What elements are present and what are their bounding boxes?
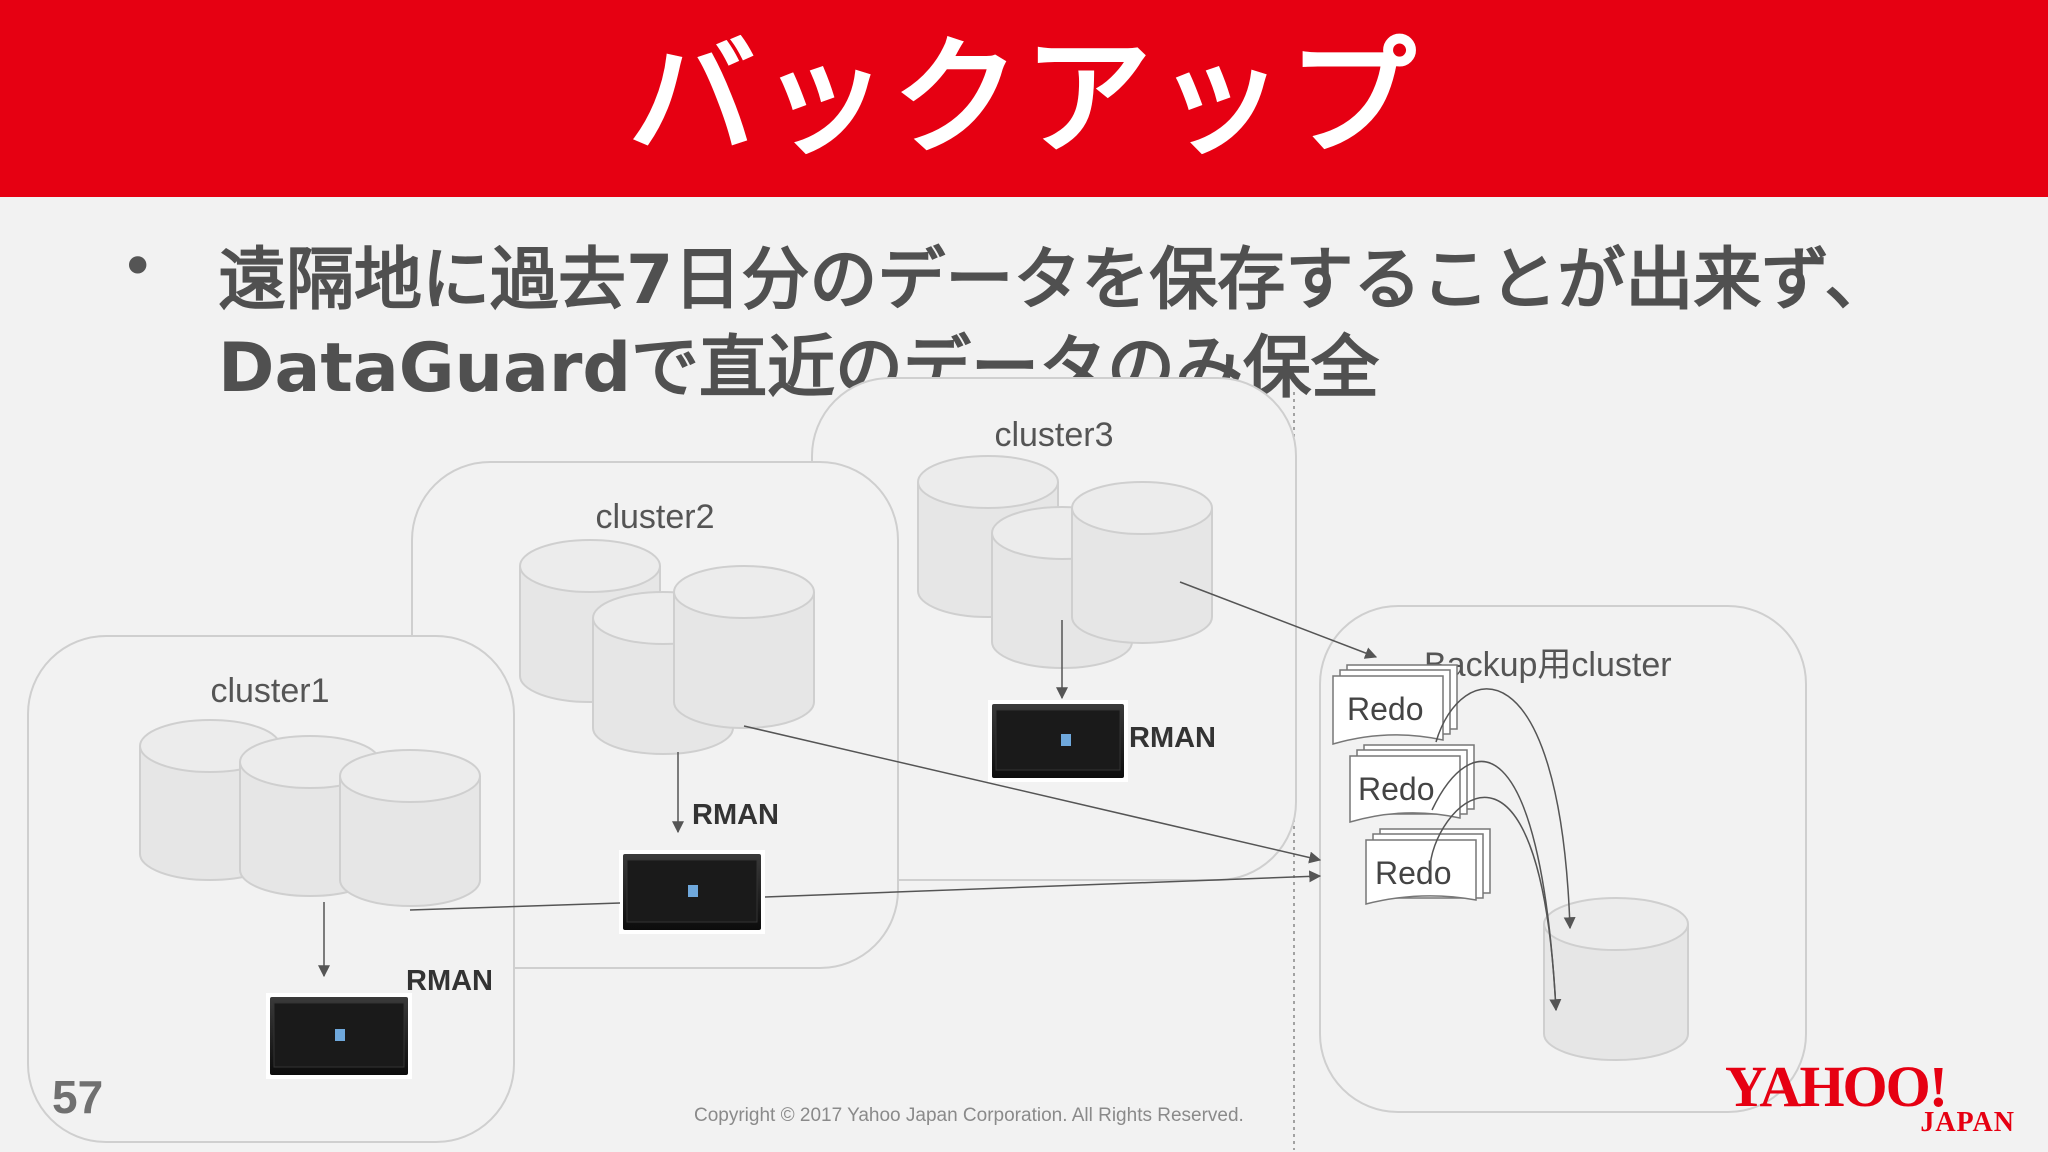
redo-log-stack: Redo [1365,828,1491,905]
dataguard-arrow-cluster2 [743,725,1322,864]
cluster3-database-icon [1071,481,1213,644]
redo-apply-arrow [1435,688,1576,930]
dataguard-arrow-cluster1 [409,902,621,911]
backup-database-icon [1543,897,1689,1061]
redo-label: Redo [1358,771,1435,807]
backup-cluster-label: Backup用cluster [1424,646,1672,684]
rman-server-icon [988,700,1128,782]
redo-log-stack: Redo [1349,744,1475,823]
yahoo-japan-logo: YAHOO! JAPAN [1725,1055,2015,1140]
cluster1-database-icon [339,749,481,907]
rman-server-icon [266,993,412,1079]
redo-label: Redo [1375,855,1452,891]
dataguard-arrow-cluster3 [1179,581,1378,659]
title-bar [0,0,2048,197]
cluster1-label: cluster1 [210,672,329,710]
cluster3-label: cluster3 [994,416,1113,454]
dataguard-arrow-cluster2-lower [764,870,1322,898]
redo-label: Redo [1347,691,1424,727]
copyright-text: Copyright © 2017 Yahoo Japan Corporation… [694,1105,1244,1126]
logo-main-text: YAHOO! [1725,1054,1948,1119]
bullet-text-line-1: 遠隔地に過去7日分のデータを保存することが出来ず、 [218,241,1893,320]
rman-label-cluster2: RMAN [692,799,779,831]
rman-server-icon [619,850,765,934]
rman-label-cluster3: RMAN [1129,722,1216,754]
rman-label-cluster1: RMAN [406,965,493,997]
cluster2-label: cluster2 [595,498,714,536]
slide-title: バックアップ [627,24,1420,173]
redo-apply-arrow [1429,796,1557,1011]
redo-apply-arrow [1431,760,1562,1012]
slide-number: 57 [52,1071,104,1123]
bullet-icon: • [120,232,156,302]
redo-log-stack: Redo [1332,664,1458,745]
cluster2-database-icon [673,565,815,729]
logo-sub-text: JAPAN [1920,1107,2015,1138]
